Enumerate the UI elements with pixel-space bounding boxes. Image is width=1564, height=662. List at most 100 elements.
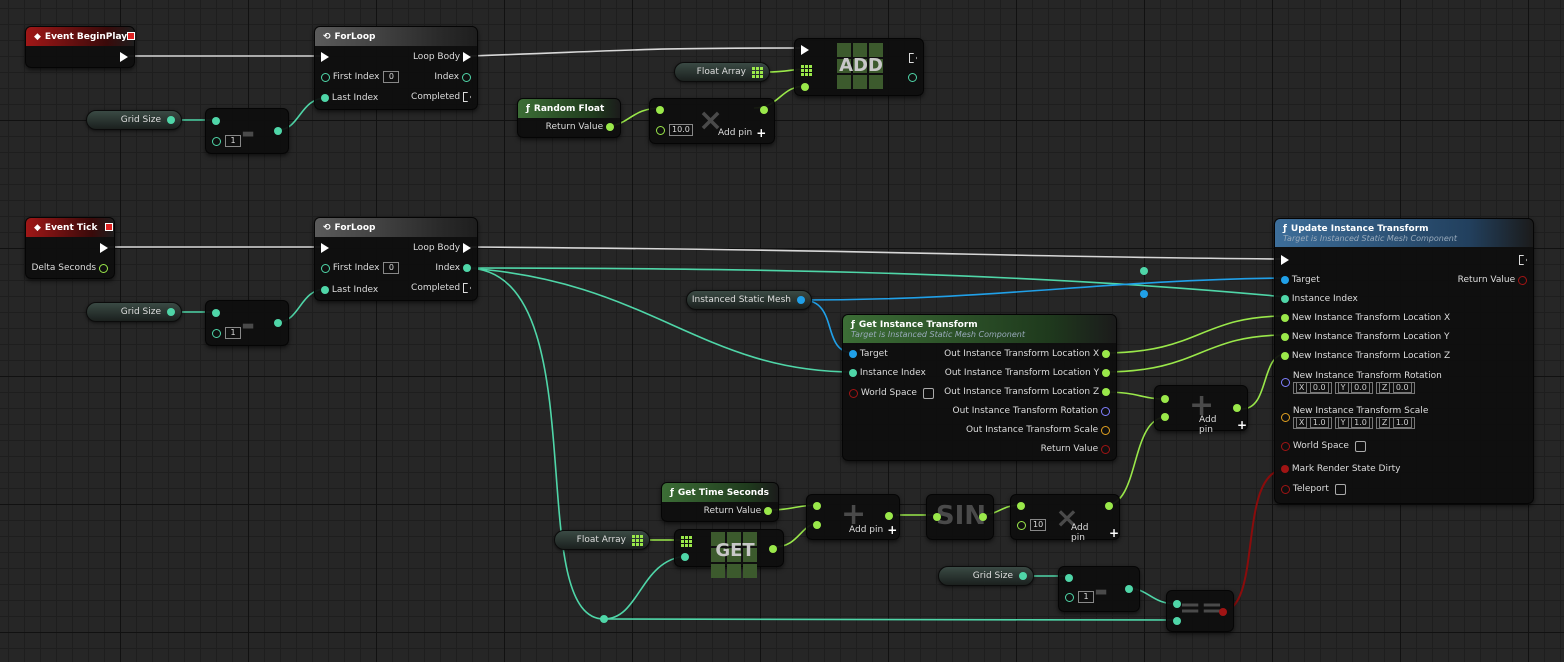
input-a-pin[interactable] [212, 117, 220, 125]
instance-index-pin[interactable] [1281, 295, 1289, 303]
add-pin-button[interactable]: Add pin+ [718, 126, 766, 140]
input-b-value[interactable]: 1 [225, 327, 241, 339]
input-b-pin[interactable] [813, 521, 821, 529]
exec-input-pin[interactable] [321, 243, 329, 253]
result-pin[interactable] [979, 513, 987, 521]
delegate-pin-icon[interactable] [105, 223, 113, 231]
result-pin[interactable] [760, 106, 768, 114]
delegate-pin-icon[interactable] [127, 32, 135, 40]
location-y-pin[interactable] [1281, 333, 1289, 341]
input-a-pin[interactable] [1017, 502, 1025, 510]
result-pin[interactable] [274, 319, 282, 327]
add-node[interactable]: + Add pin+ [1154, 385, 1248, 435]
multiply-node[interactable]: × 10.0 Add pin+ [649, 98, 775, 144]
world-space-pin[interactable] [849, 388, 858, 398]
exec-input-pin[interactable] [801, 45, 809, 55]
world-space-checkbox[interactable] [1354, 440, 1366, 452]
exec-output-pin[interactable] [100, 243, 108, 253]
result-pin[interactable] [1219, 608, 1227, 616]
input-b-pin[interactable] [1017, 520, 1026, 530]
delta-seconds-pin[interactable] [99, 263, 108, 273]
index-output-pin[interactable] [462, 72, 471, 82]
return-value-pin[interactable] [1518, 275, 1527, 285]
world-space-checkbox[interactable] [922, 387, 934, 399]
target-pin[interactable] [1281, 276, 1289, 284]
variable-output-pin[interactable] [167, 116, 175, 124]
location-x-pin[interactable] [1281, 314, 1289, 322]
input-a-pin[interactable] [1161, 395, 1169, 403]
input-b-pin[interactable] [212, 328, 221, 338]
input-b-pin[interactable] [1065, 592, 1074, 602]
input-pin[interactable] [933, 513, 941, 521]
rotation-z-field[interactable]: Z 0.0 [1375, 381, 1415, 394]
equal-node[interactable]: == [1166, 590, 1234, 632]
variable-output-pin[interactable] [1019, 572, 1027, 580]
subtract-node[interactable]: - 1 [1058, 566, 1140, 612]
out-scale-pin[interactable] [1101, 425, 1110, 435]
item-input-pin[interactable] [801, 83, 809, 91]
input-b-value[interactable]: 1 [1078, 591, 1094, 603]
loop-body-pin[interactable] [463, 243, 471, 253]
teleport-checkbox[interactable] [1334, 483, 1346, 495]
instanced-static-mesh-variable[interactable]: Instanced Static Mesh [686, 290, 812, 310]
grid-size-variable[interactable]: Grid Size [86, 302, 182, 322]
event-tick-node[interactable]: ◆Event Tick Delta Seconds [25, 217, 115, 279]
scale-z-field[interactable]: Z 1.0 [1375, 416, 1415, 429]
subtract-node[interactable]: - 1 [205, 108, 289, 154]
subtract-node[interactable]: - 1 [205, 300, 289, 346]
exec-input-pin[interactable] [321, 52, 329, 62]
input-a-pin[interactable] [656, 106, 664, 114]
last-index-pin[interactable] [321, 286, 329, 294]
teleport-pin[interactable] [1281, 484, 1290, 494]
grid-size-variable[interactable]: Grid Size [86, 110, 182, 130]
exec-output-pin[interactable] [909, 53, 917, 63]
exec-output-pin[interactable] [120, 52, 128, 62]
input-a-pin[interactable] [212, 309, 220, 317]
array-add-node[interactable]: ADD [794, 38, 924, 96]
result-pin[interactable] [1233, 404, 1241, 412]
first-index-input[interactable]: 0 [383, 262, 400, 274]
item-output-pin[interactable] [769, 545, 777, 553]
world-space-pin[interactable] [1281, 441, 1290, 451]
input-b-pin[interactable] [1161, 413, 1169, 421]
input-a-pin[interactable] [1173, 600, 1181, 608]
input-b-value[interactable]: 1 [225, 135, 241, 147]
add-pin-button[interactable]: Add pin+ [1071, 523, 1119, 543]
out-x-pin[interactable] [1102, 350, 1110, 358]
variable-output-pin[interactable] [167, 308, 175, 316]
completed-pin[interactable] [463, 92, 471, 102]
array-input-pin[interactable] [681, 535, 692, 547]
return-value-pin[interactable] [764, 507, 772, 515]
result-pin[interactable] [885, 512, 893, 520]
first-index-input[interactable]: 0 [383, 71, 400, 83]
add-pin-button[interactable]: Add pin+ [849, 523, 897, 537]
input-a-pin[interactable] [1065, 574, 1073, 582]
out-y-pin[interactable] [1102, 369, 1110, 377]
exec-input-pin[interactable] [1281, 255, 1289, 265]
index-input-pin[interactable] [681, 553, 689, 561]
loop-body-pin[interactable] [463, 52, 471, 62]
input-b-pin[interactable] [1173, 617, 1181, 625]
rotation-pin[interactable] [1281, 377, 1290, 387]
float-array-variable[interactable]: Float Array [554, 530, 650, 550]
event-beginplay-node[interactable]: ◆Event BeginPlay [25, 26, 135, 68]
input-b-value[interactable]: 10 [1030, 519, 1047, 531]
sin-node[interactable]: SIN [926, 494, 994, 540]
out-rotation-pin[interactable] [1101, 406, 1110, 416]
array-pin-icon[interactable] [632, 534, 643, 546]
index-output-pin[interactable] [463, 264, 471, 272]
result-pin[interactable] [1105, 502, 1113, 510]
rotation-y-field[interactable]: Y 0.0 [1334, 381, 1373, 394]
exec-output-pin[interactable] [1519, 255, 1527, 265]
input-b-pin[interactable] [656, 125, 665, 135]
input-b-value[interactable]: 10.0 [669, 124, 693, 136]
return-value-pin[interactable] [1101, 444, 1110, 454]
location-z-pin[interactable] [1281, 352, 1289, 360]
float-array-variable[interactable]: Float Array [674, 62, 770, 82]
